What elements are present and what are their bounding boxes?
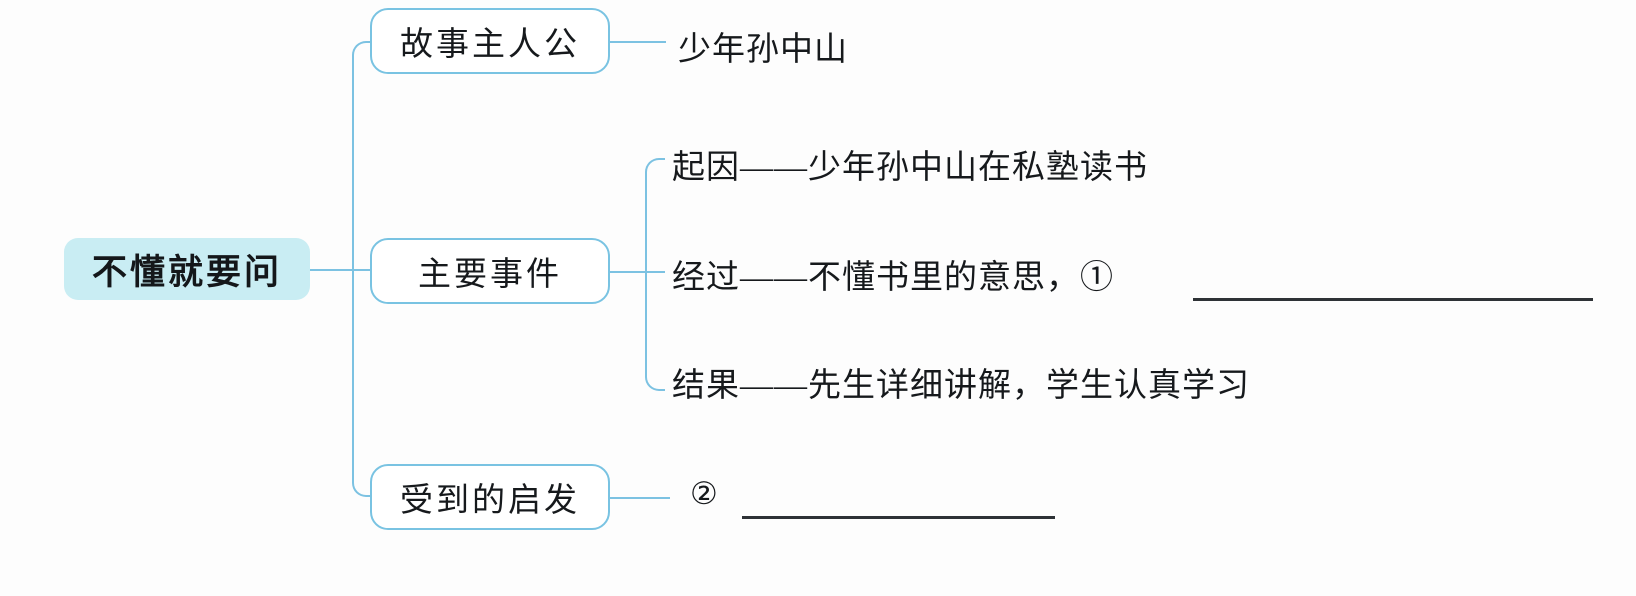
branch-node-label: 主要事件 <box>418 257 562 293</box>
spine-vertical-lower <box>352 269 354 483</box>
branch-node-main-events[interactable]: 主要事件 <box>370 238 610 304</box>
root-node[interactable]: 不懂就要问 <box>64 238 310 300</box>
stem-to-leaf-process <box>645 271 665 273</box>
leaf-text-inspiration-marker: ② <box>690 476 719 512</box>
stem-to-branch-1 <box>352 269 372 271</box>
sub-bracket-vertical-lower <box>645 271 647 377</box>
connector-branch0-to-leaf <box>610 41 666 43</box>
answer-blank-2[interactable] <box>742 516 1055 519</box>
leaf-text-result: 结果——先生详细讲解，学生认真学习 <box>672 368 1250 404</box>
branch-node-inspiration[interactable]: 受到的启发 <box>370 464 610 530</box>
branch-node-label: 故事主人公 <box>400 27 580 63</box>
elbow-to-branch-2 <box>352 481 372 497</box>
elbow-to-branch-0 <box>352 41 372 57</box>
root-stem-connector <box>310 269 354 271</box>
leaf-text-process: 经过——不懂书里的意思，① <box>672 260 1114 296</box>
sub-bracket-vertical-upper <box>645 172 647 271</box>
root-node-label: 不懂就要问 <box>91 252 282 292</box>
leaf-text-protagonist: 少年孙中山 <box>678 32 848 68</box>
spine-vertical-upper <box>352 55 354 269</box>
branch-node-label: 受到的启发 <box>400 483 580 519</box>
elbow-to-leaf-cause <box>645 158 665 174</box>
connector-branch1-stem <box>610 271 646 273</box>
leaf-text-cause: 起因——少年孙中山在私塾读书 <box>672 150 1148 186</box>
elbow-to-leaf-result <box>645 375 665 391</box>
connector-branch2-to-leaf <box>610 497 670 499</box>
answer-blank-1[interactable] <box>1193 298 1593 301</box>
branch-node-story-protagonist[interactable]: 故事主人公 <box>370 8 610 74</box>
